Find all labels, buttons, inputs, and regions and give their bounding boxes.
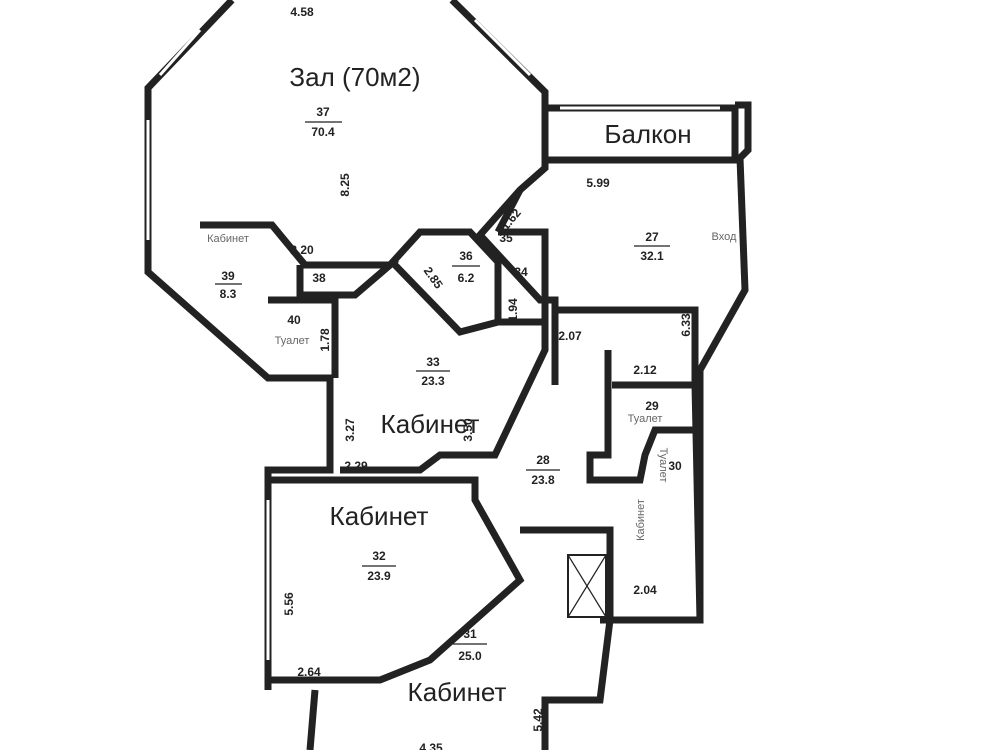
dimension-label: 5.99 — [586, 176, 610, 190]
room-area: 70.4 — [311, 125, 335, 139]
walls — [144, 0, 752, 750]
room-number: 34 — [514, 265, 528, 279]
room-title: Туалет — [275, 335, 310, 347]
room-title: Кабинет — [381, 409, 480, 439]
dimension-label: 6.33 — [679, 313, 693, 337]
room-title: Туалет — [657, 448, 669, 483]
dimension-label: 1.94 — [506, 298, 520, 322]
dimension-label: 5.42 — [531, 708, 545, 732]
dimension-label: 2.29 — [344, 459, 368, 473]
dimension-label: 3.50 — [461, 418, 475, 442]
room-number: 27 — [645, 230, 659, 244]
room-number: 36 — [459, 249, 473, 263]
room-number: 28 — [536, 453, 550, 467]
room-number: 33 — [426, 355, 440, 369]
room-area: 23.8 — [531, 473, 555, 487]
room-area: 32.1 — [640, 249, 664, 263]
room-labels: 4.58 Зал (70м2) 37 70.4 8.25 Балкон 5.99… — [207, 5, 737, 750]
dimension-label: 2.64 — [297, 665, 321, 679]
room-title: Кабинет — [408, 677, 507, 707]
room-number: 32 — [372, 549, 386, 563]
dimension-label: 2.07 — [558, 329, 582, 343]
room-area: 8.3 — [220, 287, 237, 301]
dimension-label: 4.58 — [290, 5, 314, 19]
room-number: 29 — [645, 399, 659, 413]
room-number: 30 — [668, 459, 682, 473]
room-title: Кабинет — [330, 501, 429, 531]
room-area: 25.0 — [458, 649, 482, 663]
dimension-label: 2.20 — [290, 243, 314, 257]
dimension-label: 2.12 — [633, 363, 657, 377]
dimension-label: 8.25 — [338, 173, 352, 197]
room-title-balcony: Балкон — [604, 119, 691, 149]
room-number: 31 — [463, 627, 477, 641]
room-title: Кабинет — [635, 499, 647, 541]
room-area: 6.2 — [458, 271, 475, 285]
room-number: 37 — [316, 105, 330, 119]
dimension-label: 1.78 — [318, 328, 332, 352]
room-number: 35 — [499, 231, 513, 245]
room-title: Туалет — [628, 413, 663, 425]
room-area: 23.3 — [421, 374, 445, 388]
room-title: Кабинет — [207, 233, 249, 245]
dimension-label: 5.56 — [282, 592, 296, 616]
entrance-label: Вход — [712, 231, 737, 243]
room-number: 39 — [221, 269, 235, 283]
room-area: 23.9 — [367, 569, 391, 583]
dimension-label: 2.85 — [421, 264, 446, 291]
room-title-hall: Зал (70м2) — [289, 62, 420, 92]
elevator-shaft — [567, 554, 607, 618]
window-frames — [146, 18, 720, 660]
dimension-label: 2.04 — [633, 583, 657, 597]
room-number: 40 — [287, 313, 301, 327]
room-number: 38 — [312, 271, 326, 285]
dimension-label: 4.35 — [419, 741, 443, 750]
dimension-label: 3.27 — [343, 418, 357, 442]
